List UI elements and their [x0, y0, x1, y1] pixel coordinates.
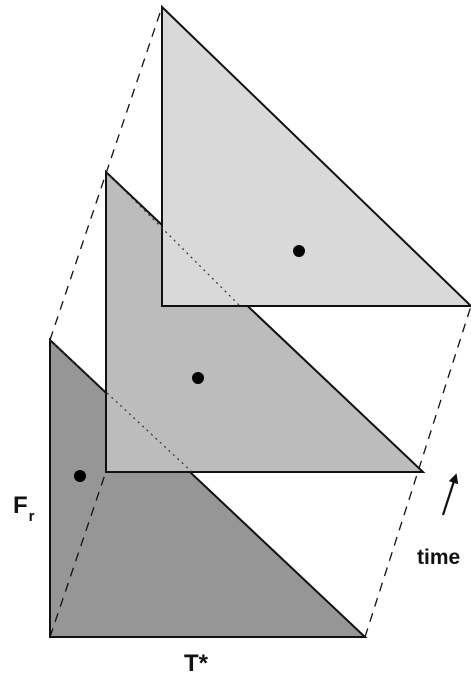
y-axis-label-main: F	[13, 492, 28, 519]
point-middle	[192, 372, 204, 384]
back-plane	[161, 4, 471, 307]
hidden-edge-middle-to-back	[105, 171, 241, 307]
hidden-edges	[49, 171, 241, 473]
time-arrow	[441, 473, 459, 516]
x-axis-label: T*	[184, 650, 208, 677]
hidden-edge-front-to-middle	[49, 339, 193, 473]
edge-top-vertex	[49, 6, 163, 341]
point-back	[293, 245, 305, 257]
y-axis-label: Fr	[13, 492, 35, 525]
time-label: time	[417, 546, 461, 569]
y-axis-label-subscript: r	[28, 508, 35, 525]
point-front	[74, 470, 86, 482]
edge-hypotenuse-vertex	[364, 305, 471, 638]
